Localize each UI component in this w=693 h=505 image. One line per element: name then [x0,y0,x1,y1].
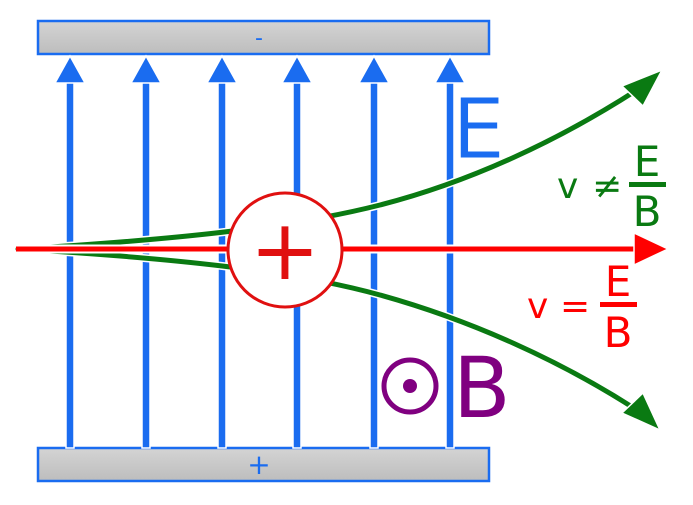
particle-circle [226,191,344,309]
straight-operator: = [560,286,590,327]
arrowhead-icon [205,54,239,84]
deflected-denominator: B [633,187,662,236]
straight-condition-label: v = E B [527,257,637,357]
top-plate-body [36,19,491,56]
deflected-numerator: E [634,137,661,186]
field-line-5 [357,54,391,449]
straight-denominator: B [604,308,633,357]
deflected-fraction-bar [629,182,666,187]
field-line-6 [433,54,467,449]
particle-charge-symbol: + [250,201,320,299]
arrowhead-icon [357,54,391,84]
out-of-page-dot-icon [403,379,417,393]
magnetic-field-indicator: B [381,339,511,437]
bottom-plate-sign: + [247,448,270,481]
arrowhead-icon [53,54,87,84]
straight-fraction-bar [600,302,637,307]
upward-deflected-path [15,85,643,252]
bottom-plate: + [36,446,491,483]
deflected-condition-label: v ≠ E B [557,137,666,236]
deflected-operator: ≠ [592,166,622,207]
field-line-1 [53,54,87,449]
downward-path-arrowhead-icon [620,391,662,432]
upward-path-arrowhead-icon [620,68,664,108]
top-plate-sign: - [255,26,263,51]
top-plate: - [36,19,491,56]
arrowhead-icon [433,54,467,84]
electric-field-label: E [452,80,505,178]
arrowhead-icon [280,54,314,84]
positive-particle: + [226,191,344,309]
field-line-2 [129,54,163,449]
straight-v: v [527,286,548,327]
arrowhead-icon [129,54,163,84]
deflected-paths [14,68,664,432]
straight-numerator: E [605,257,632,306]
bottom-plate-body [36,446,491,483]
downward-deflected-path [15,246,643,415]
magnetic-field-label: B [453,339,511,437]
deflected-v: v [557,166,578,207]
straight-path-arrowhead-icon [633,231,670,267]
